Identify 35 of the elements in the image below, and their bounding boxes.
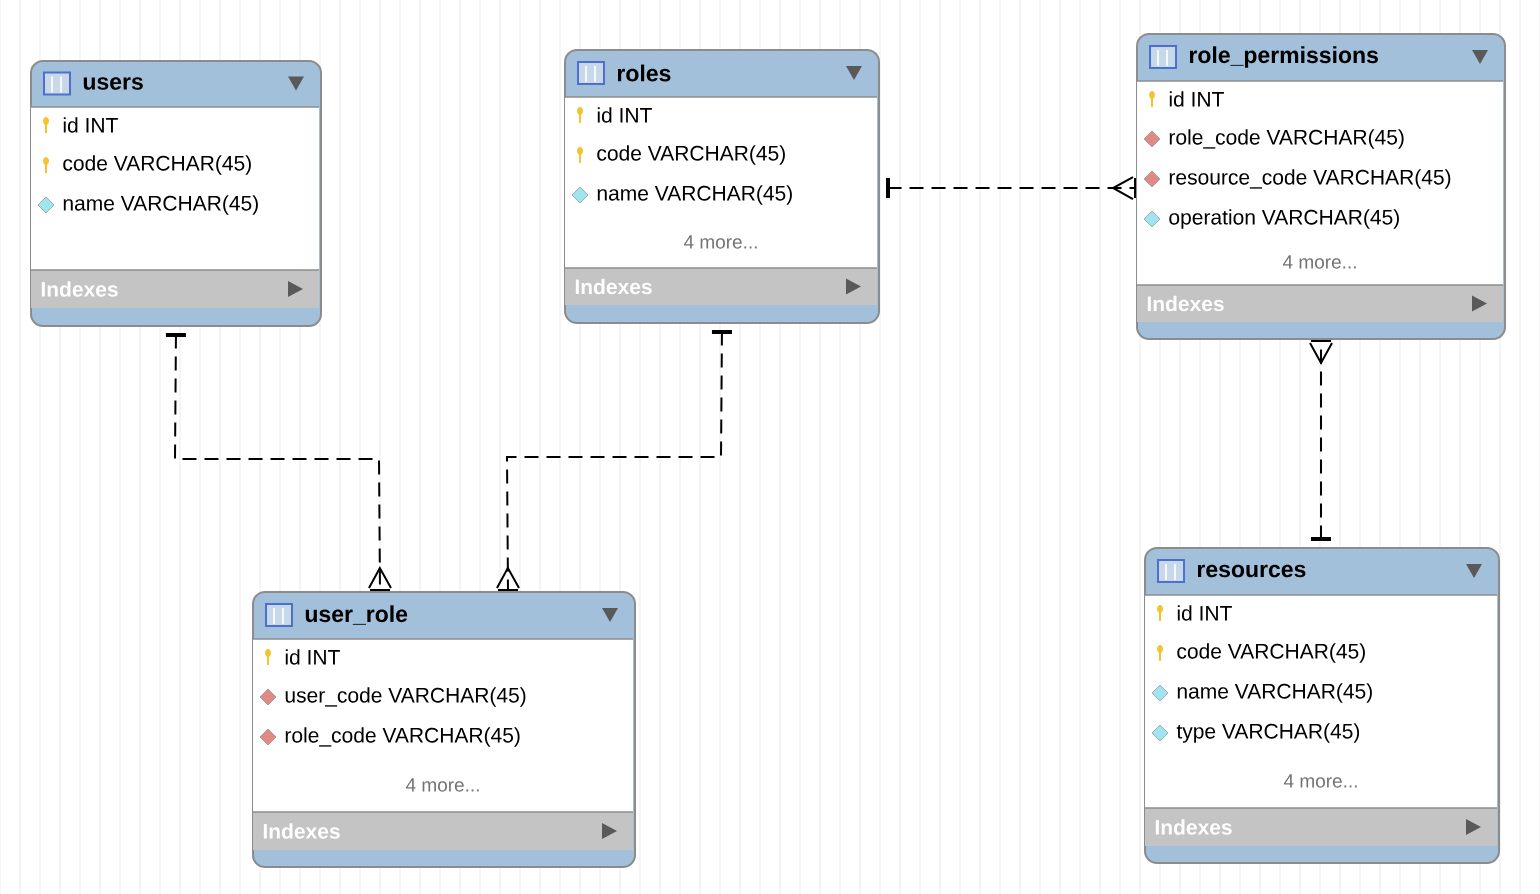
table-title: resources	[1197, 564, 1306, 578]
indexes-bar: Indexes	[1144, 807, 1498, 846]
relationship-line	[164, 332, 392, 592]
column-row: role_code VARCHAR(45)	[1169, 129, 1404, 149]
more-link: 4 more...	[1283, 774, 1357, 788]
column-row: code VARCHAR(45)	[597, 145, 785, 165]
indexes-bar: Indexes	[30, 269, 320, 308]
column-row: user_code VARCHAR(45)	[285, 687, 526, 707]
column-row: operation VARCHAR(45)	[1169, 209, 1399, 229]
column-row: id INT	[63, 117, 118, 133]
relationship-line	[496, 329, 733, 592]
table-title: roles	[617, 64, 671, 82]
more-link: 4 more...	[683, 235, 757, 249]
column-row: code VARCHAR(45)	[1177, 643, 1365, 663]
relationship-line	[1309, 340, 1333, 541]
column-row: name VARCHAR(45)	[1177, 683, 1372, 703]
indexes-bar: Indexes	[564, 267, 878, 305]
column-row: role_code VARCHAR(45)	[285, 727, 520, 747]
column-row: code VARCHAR(45)	[63, 155, 251, 175]
more-link: 4 more...	[1282, 255, 1356, 269]
column-row: id INT	[285, 649, 340, 665]
indexes-bar: Indexes	[252, 811, 634, 850]
table-title: users	[83, 77, 143, 90]
indexes-bar: Indexes	[1136, 284, 1504, 322]
relationship-line	[886, 176, 1136, 200]
column-row: resource_code VARCHAR(45)	[1169, 169, 1451, 189]
table-title: role_permissions	[1189, 46, 1378, 68]
more-link: 4 more...	[405, 778, 479, 792]
table-title: user_role	[305, 605, 408, 625]
column-row: name VARCHAR(45)	[63, 195, 258, 215]
column-row: type VARCHAR(45)	[1176, 723, 1360, 743]
column-row: name VARCHAR(45)	[597, 185, 792, 205]
column-row: id INT	[597, 107, 652, 123]
column-row: id INT	[1169, 91, 1224, 107]
column-row: id INT	[1177, 605, 1232, 621]
